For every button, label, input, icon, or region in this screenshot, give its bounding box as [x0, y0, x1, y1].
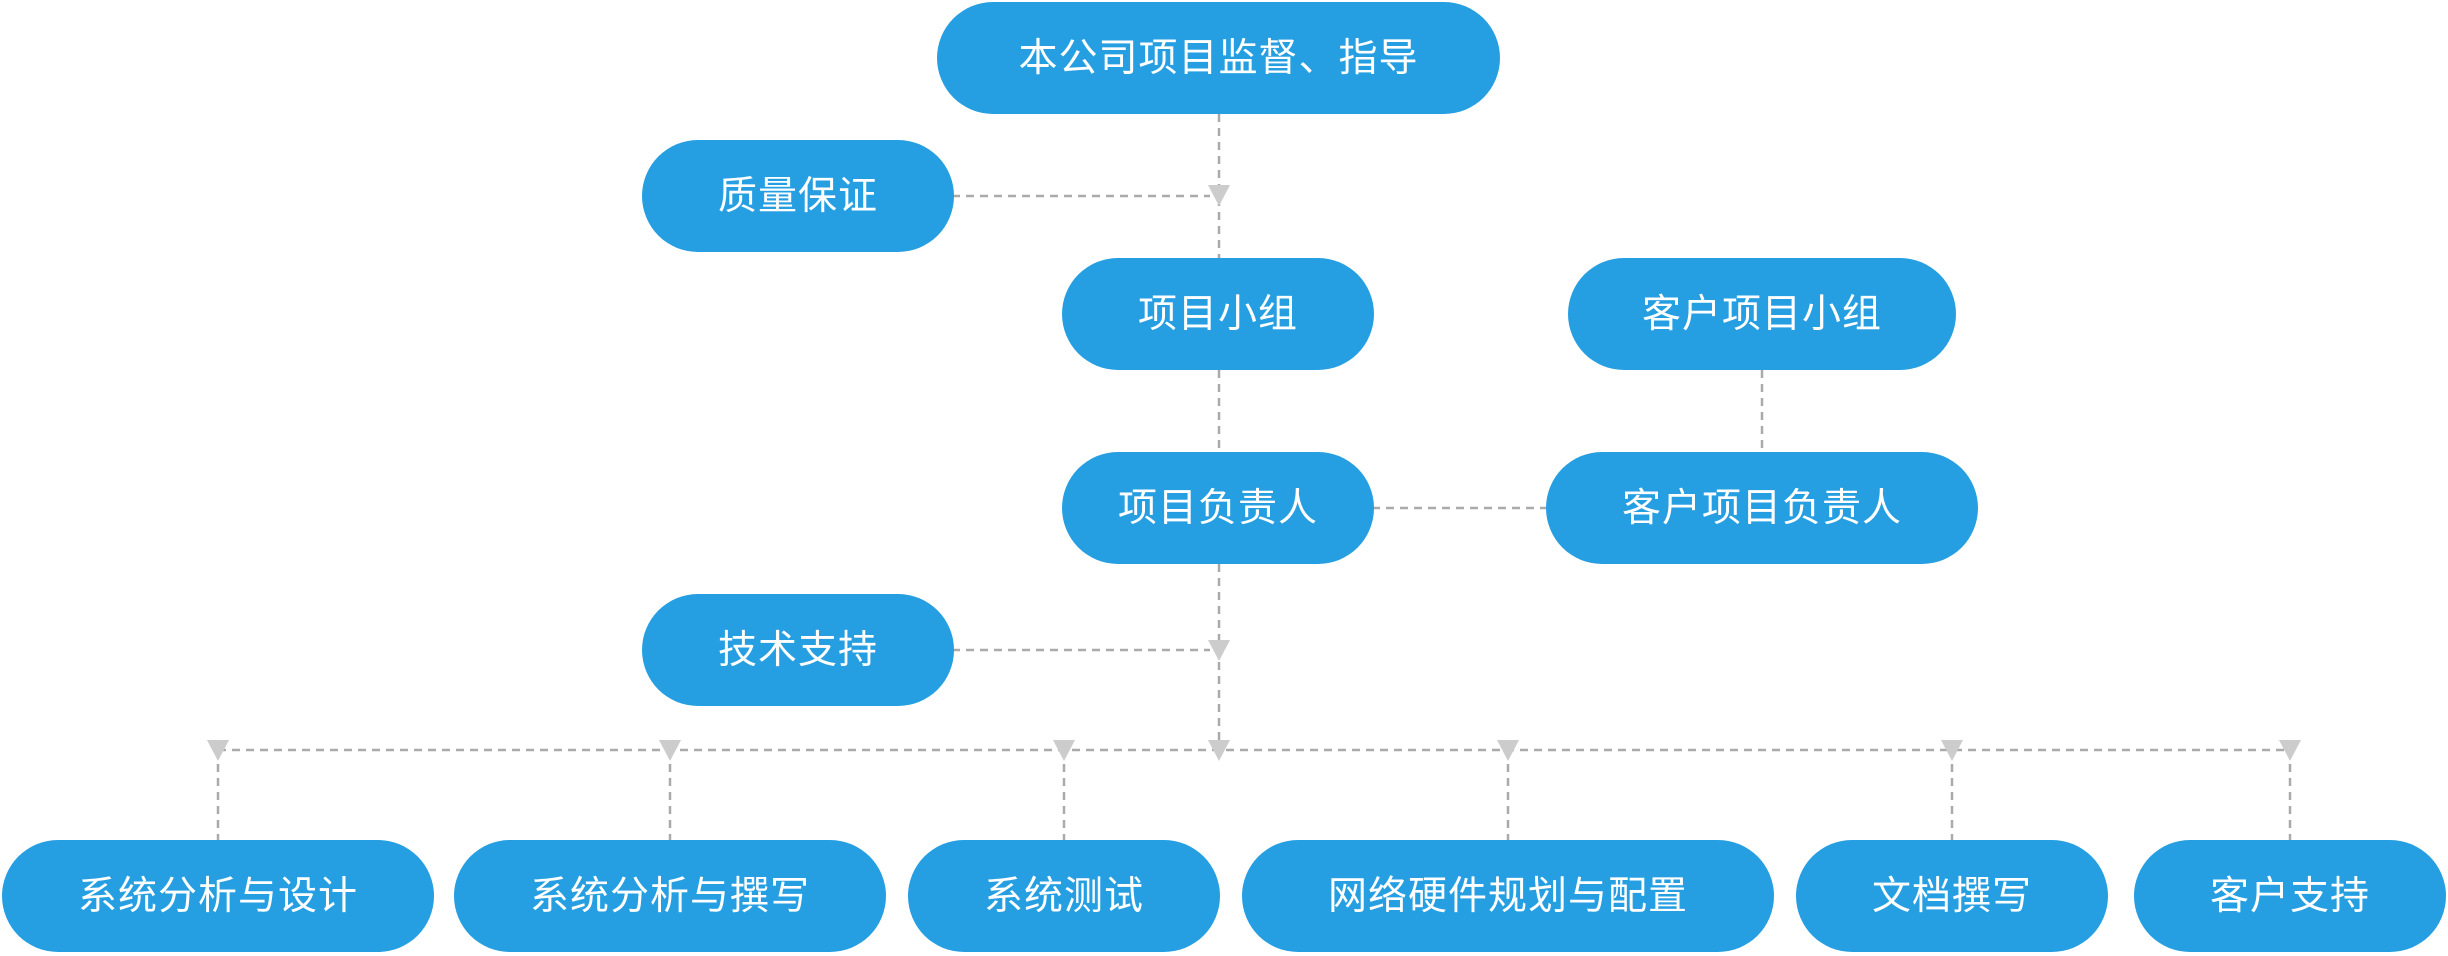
node-network-hw-label: 网络硬件规划与配置 [1327, 873, 1688, 919]
node-network-hw: 网络硬件规划与配置 [1242, 840, 1774, 952]
node-customer-support: 客户支持 [2134, 840, 2446, 952]
arrow-tech-support [1208, 640, 1230, 661]
node-sys-test-label: 系统测试 [983, 873, 1144, 919]
node-sys-test: 系统测试 [908, 840, 1220, 952]
node-quality-assurance-label: 质量保证 [717, 173, 878, 219]
node-project-team: 项目小组 [1062, 258, 1374, 370]
node-doc-writing-label: 文档撰写 [1871, 873, 2032, 919]
node-oversight: 本公司项目监督、指导 [937, 2, 1500, 114]
arrow-bus-center [1208, 740, 1230, 761]
node-quality-assurance: 质量保证 [642, 140, 954, 252]
node-project-team-label: 项目小组 [1137, 291, 1298, 337]
arrow-network-hw [1497, 740, 1519, 761]
node-project-lead-label: 项目负责人 [1117, 485, 1318, 531]
node-tech-support: 技术支持 [642, 594, 954, 706]
node-oversight-label: 本公司项目监督、指导 [1018, 35, 1419, 81]
node-client-team-label: 客户项目小组 [1641, 291, 1882, 337]
node-sys-analysis-design: 系统分析与设计 [2, 840, 434, 952]
arrow-customer-support [2279, 740, 2301, 761]
node-sys-analysis-design-label: 系统分析与设计 [77, 873, 358, 919]
node-customer-support-label: 客户支持 [2209, 873, 2370, 919]
node-tech-support-label: 技术支持 [717, 627, 878, 673]
node-client-lead-label: 客户项目负责人 [1621, 485, 1902, 531]
arrow-qa [1208, 185, 1230, 206]
arrow-sys-analysis-writing [659, 740, 681, 761]
arrow-sys-analysis-design [207, 740, 229, 761]
node-client-team: 客户项目小组 [1568, 258, 1956, 370]
node-project-lead: 项目负责人 [1062, 452, 1374, 564]
arrow-sys-test [1053, 740, 1075, 761]
node-sys-analysis-writing: 系统分析与撰写 [454, 840, 886, 952]
arrow-doc-writing [1941, 740, 1963, 761]
node-client-lead: 客户项目负责人 [1546, 452, 1978, 564]
node-sys-analysis-writing-label: 系统分析与撰写 [529, 873, 810, 919]
node-doc-writing: 文档撰写 [1796, 840, 2108, 952]
